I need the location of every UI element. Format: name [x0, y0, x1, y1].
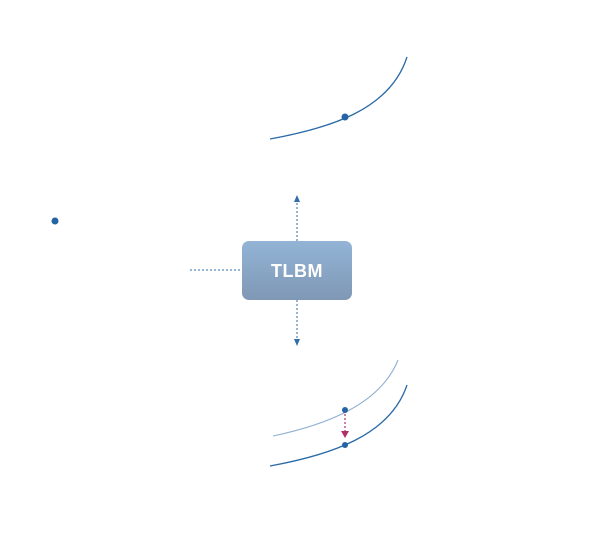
lower-curve-before-shift — [272, 359, 399, 437]
down-arrow-icon — [294, 339, 300, 346]
lower-curve-before-point — [342, 407, 348, 413]
tlbm-box: TLBM — [242, 241, 352, 300]
tlbm-box-background — [242, 241, 352, 300]
lower-curve-after-point — [342, 442, 348, 448]
shift-arrow-icon — [341, 431, 349, 438]
lower-curve-after-shift — [269, 384, 408, 467]
up-arrow-icon — [294, 195, 300, 202]
upper-curve-point — [341, 113, 349, 121]
tlbm-box-label: TLBM — [271, 261, 323, 281]
left-point — [51, 217, 59, 225]
upper-curve — [269, 56, 408, 140]
